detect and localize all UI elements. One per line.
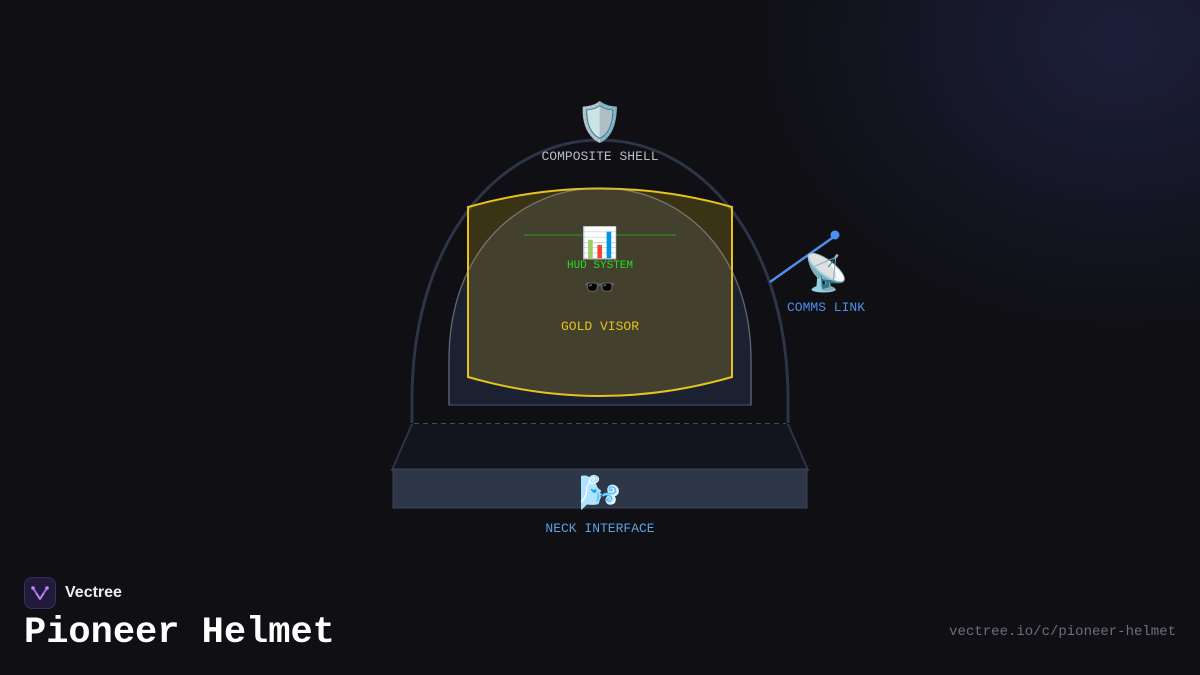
hud-system-label: HUD SYSTEM [567,260,633,272]
gold-visor-shape [467,187,733,397]
visor-inner-arc [448,187,752,405]
page-url[interactable]: vectree.io/c/pioneer-helmet [949,624,1176,640]
comms-antenna-tip [830,230,840,240]
neck-ring [392,468,808,509]
brand: Vectree [24,577,122,609]
composite-shell-outline [410,138,790,423]
shield-icon: 🛡️ [576,100,623,144]
comms-link-label: COMMS LINK [787,300,865,315]
composite-shell-label: COMPOSITE SHELL [541,149,658,164]
neck-interface-label: NECK INTERFACE [545,521,654,536]
satellite-antenna-icon: 📡 [804,250,849,294]
comms-antenna-line [769,234,836,284]
helmet-lower-body [390,423,810,471]
bar-chart-icon: 📊 [581,225,618,261]
vectree-logo-icon [31,586,49,600]
sunglasses-icon: 🕶️ [584,273,616,303]
page-title: Pioneer Helmet [24,612,335,654]
gold-visor-label: GOLD VISOR [561,319,639,334]
vectree-logo [24,577,56,609]
wind-icon: 🌬️ [579,473,621,513]
brand-name: Vectree [65,584,122,601]
